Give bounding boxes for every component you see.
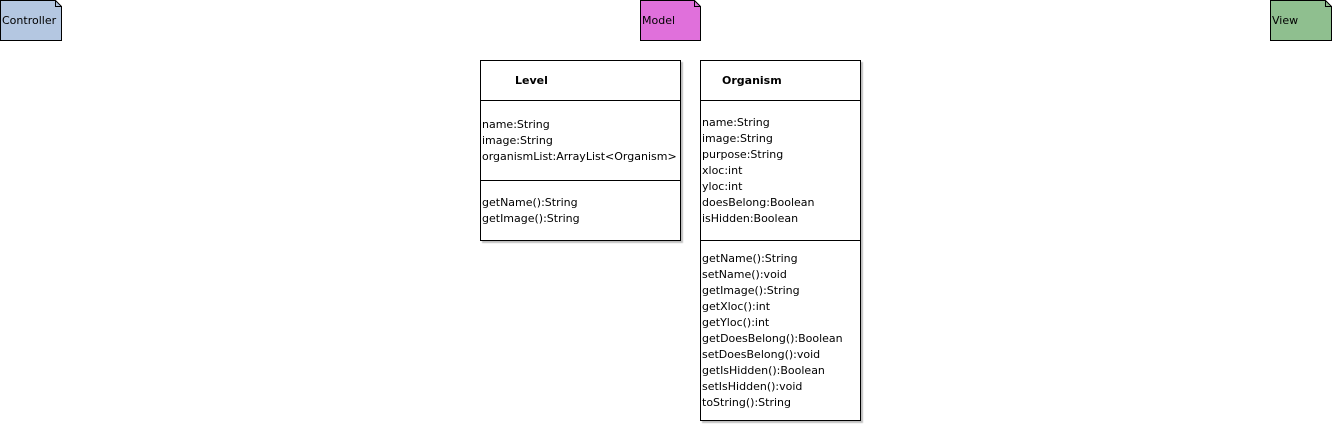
method: getName():String (482, 196, 578, 209)
class-title: Level (481, 61, 680, 101)
note-shape (0, 0, 62, 41)
method: getName():String (702, 252, 798, 265)
attribute: name:String (702, 116, 770, 129)
method: getImage():String (702, 284, 800, 297)
note-shape (1270, 0, 1332, 41)
class-methods: getName():String getImage():String (481, 181, 680, 227)
method: getDoesBelong():Boolean (702, 332, 843, 345)
class-name: Level (515, 74, 548, 87)
attribute: image:String (482, 134, 553, 147)
class-attributes: name:String image:String purpose:String … (701, 101, 860, 241)
attribute: name:String (482, 118, 550, 131)
class-attributes: name:String image:String organismList:Ar… (481, 101, 680, 181)
attribute: organismList:ArrayList<Organism> (482, 150, 677, 163)
method: toString():String (702, 396, 791, 409)
method: getXloc():int (702, 300, 771, 313)
attribute: purpose:String (702, 148, 784, 161)
attribute: doesBelong:Boolean (702, 196, 815, 209)
class-title: Organism (701, 61, 860, 101)
class-methods: getName():String setName():void getImage… (701, 241, 860, 411)
method: setDoesBelong():void (702, 348, 821, 361)
class-organism: Organism name:String image:String purpos… (700, 60, 861, 421)
package-label: View (1272, 14, 1299, 27)
package-label: Controller (2, 14, 57, 27)
package-model: Model (640, 0, 701, 41)
package-controller: Controller (0, 0, 62, 41)
method: getIsHidden():Boolean (702, 364, 825, 377)
package-label: Model (642, 14, 676, 27)
note-shape (640, 0, 701, 41)
package-view: View (1270, 0, 1332, 41)
method: setName():void (702, 268, 787, 281)
method: getImage():String (482, 212, 580, 225)
class-level: Level name:String image:String organismL… (480, 60, 681, 241)
attribute: image:String (702, 132, 773, 145)
method: getYloc():int (702, 316, 770, 329)
attribute: xloc:int (702, 164, 743, 177)
attribute: yloc:int (702, 180, 743, 193)
attribute: isHidden:Boolean (702, 212, 799, 225)
class-name: Organism (722, 74, 782, 87)
method: setIsHidden():void (702, 380, 803, 393)
